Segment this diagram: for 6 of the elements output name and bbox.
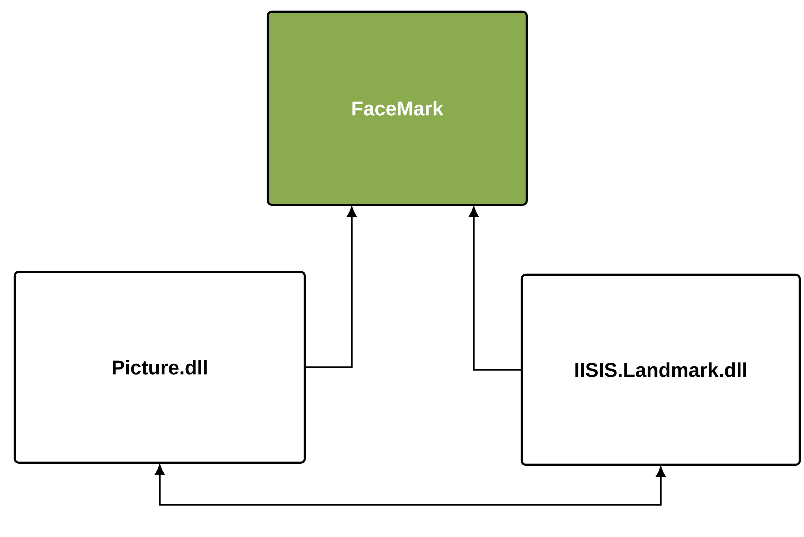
arrow [305,207,357,368]
module-box: Picture.dll [14,270,306,464]
arrow [469,207,522,371]
component-box: FaceMark [266,10,528,206]
module-box: IISIS.Landmark.dll [520,274,802,466]
arrow [155,465,666,506]
